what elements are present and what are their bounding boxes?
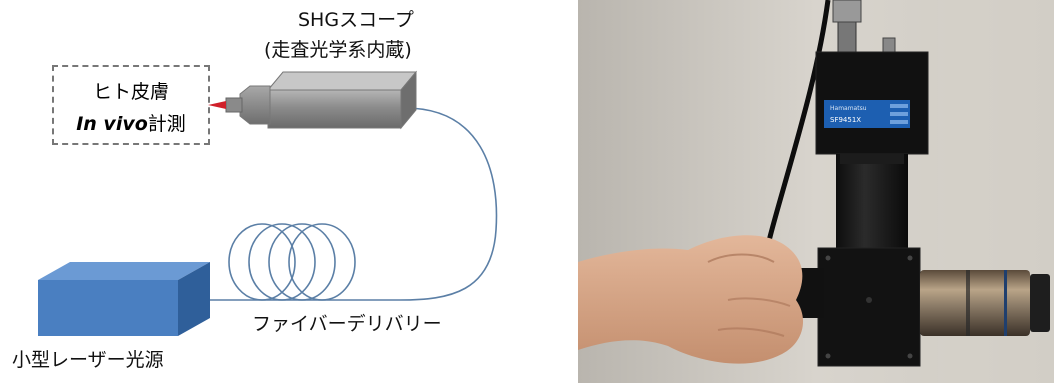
scope-label: SHGスコープ bbox=[298, 9, 414, 31]
measurement-label: 計測 bbox=[147, 113, 186, 135]
fiber-coil bbox=[228, 223, 356, 301]
fiber-label: ファイバーデリバリー bbox=[252, 313, 442, 335]
device-label: SF9451X bbox=[830, 116, 861, 124]
in-vivo-italic: In vivo bbox=[76, 113, 148, 135]
laser-label: 小型レーザー光源 bbox=[12, 349, 164, 371]
svg-text:Hamamatsu: Hamamatsu bbox=[830, 105, 867, 112]
handheld-shg-scope-photo-icon: Hamamatsu SF9451X bbox=[578, 0, 1054, 383]
photo-drawing: Hamamatsu SF9451X bbox=[578, 0, 1054, 383]
skin-label: ヒト皮膚 bbox=[92, 81, 169, 103]
schematic-diagram bbox=[38, 70, 498, 336]
skin-measurement-box: ヒト皮膚 In vivo計測 bbox=[52, 65, 210, 145]
laser-source-icon bbox=[38, 262, 210, 336]
scope-sublabel: (走査光学系内蔵) bbox=[264, 39, 412, 61]
in-vivo-label: In vivo計測 bbox=[54, 109, 208, 136]
fiber-cable bbox=[210, 107, 498, 301]
shg-scope-icon bbox=[208, 70, 418, 130]
